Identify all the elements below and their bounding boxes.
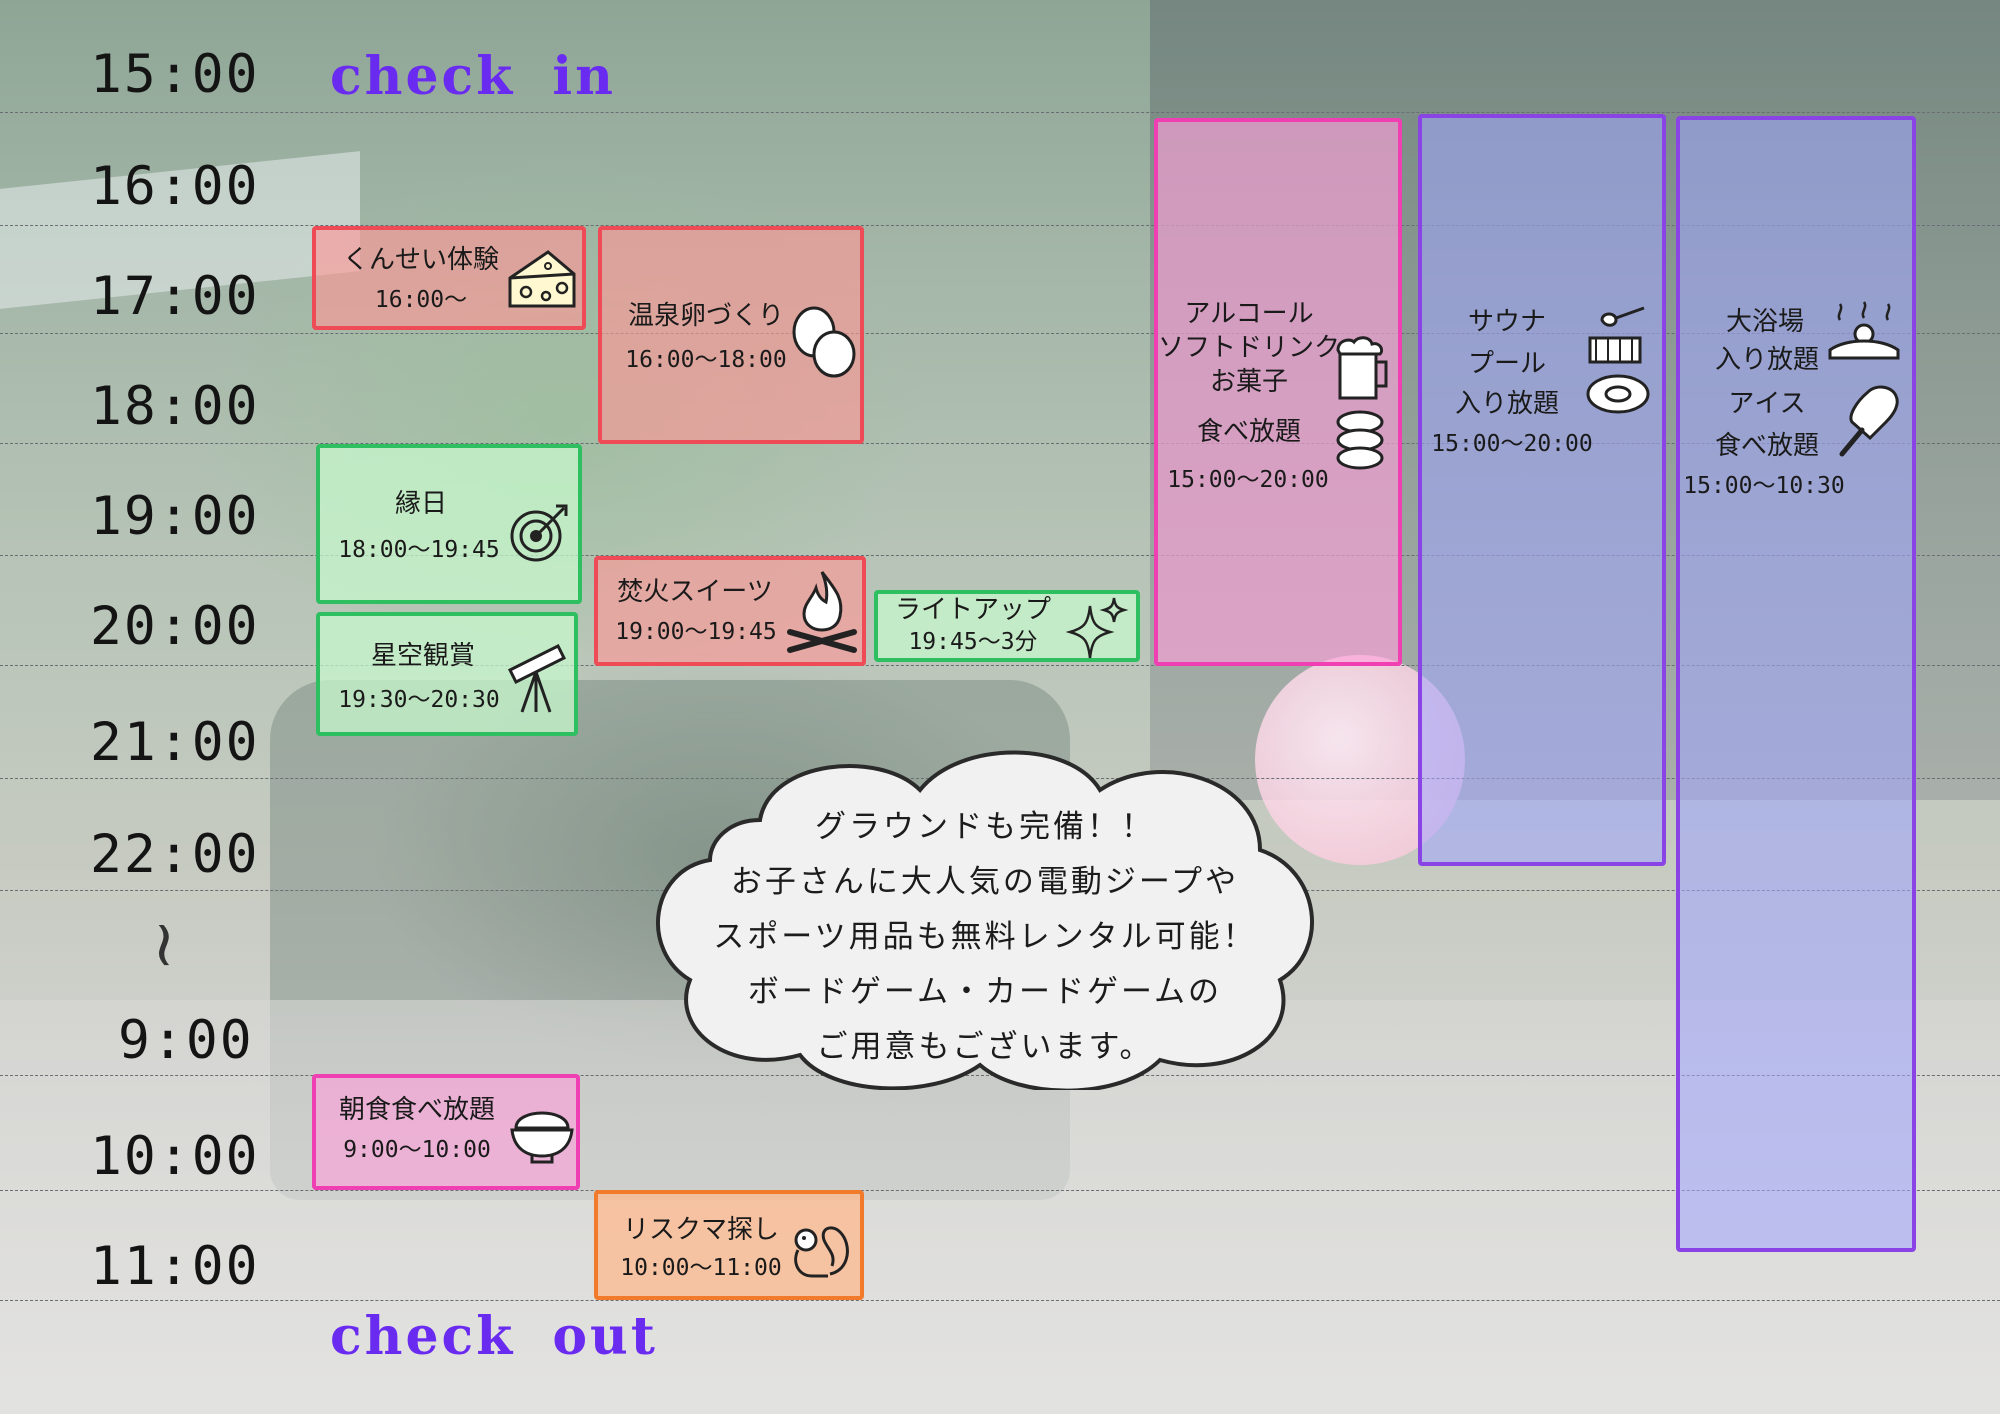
grid-line	[0, 333, 2000, 334]
event-ennichi: 縁日 18:00〜19:45	[316, 444, 582, 604]
event-time: 9:00〜10:00	[343, 1137, 491, 1163]
time-label: 17:00	[90, 266, 260, 327]
event-bonfire: 焚火スイーツ 19:00〜19:45	[594, 556, 866, 666]
time-label: 21:00	[90, 712, 260, 773]
event-time: 18:00〜19:45	[338, 537, 500, 563]
grid-line	[0, 443, 2000, 444]
cloud-line: ボードゲーム・カードゲームの	[747, 974, 1223, 1010]
time-label: 9:00	[118, 1010, 254, 1071]
sauna-icon	[1586, 306, 1650, 414]
ice-pop-icon	[1839, 385, 1899, 457]
grid-line	[0, 112, 2000, 113]
target-icon	[510, 504, 568, 562]
cloud-line: スポーツ用品も無料レンタル可能！	[713, 919, 1257, 955]
cloud-message: グラウンドも完備！！ お子さんに大人気の電動ジープや スポーツ用品も無料レンタル…	[665, 800, 1305, 1075]
time-label: 22:00	[90, 824, 260, 885]
rice-bowl-icon	[510, 1111, 574, 1164]
event-smoke: くんせい体験 16:00〜	[312, 226, 586, 330]
event-line: 入り放題	[1714, 345, 1819, 375]
time-label: 18:00	[90, 376, 260, 437]
sparkle-icon	[1066, 597, 1129, 659]
event-line: 大浴場	[1725, 307, 1804, 337]
time-label: 19:00	[90, 486, 260, 547]
time-label: 10:00	[90, 1126, 260, 1187]
event-time: 15:00〜20:00	[1167, 467, 1329, 493]
event-title: 焚火スイーツ	[617, 577, 773, 607]
event-bath: 大浴場 入り放題 アイス 食べ放題 15:00〜10:30	[1676, 116, 1916, 1252]
event-line: 入り放題	[1454, 389, 1559, 419]
bath-icon	[1828, 301, 1900, 360]
time-label: 11:00	[90, 1236, 260, 1297]
event-drinks: アルコール ソフトドリンク お菓子 食べ放題 15:00〜20:00	[1154, 118, 1402, 666]
event-line: アルコール	[1184, 299, 1314, 329]
event-sauna: サウナ プール 入り放題 15:00〜20:00	[1418, 114, 1666, 866]
event-time: 19:00〜19:45	[615, 619, 777, 645]
event-title: 温泉卵づくり	[627, 301, 784, 331]
cheese-icon	[508, 250, 576, 308]
event-title: 星空観賞	[370, 641, 475, 671]
beer-icon	[1336, 336, 1388, 470]
event-breakfast: 朝食食べ放題 9:00〜10:00	[312, 1074, 580, 1190]
event-line: プール	[1467, 349, 1546, 379]
event-time: 15:00〜10:30	[1683, 473, 1845, 499]
event-line: 食べ放題	[1196, 417, 1301, 447]
squirrel-icon	[794, 1226, 849, 1278]
event-time: 16:00〜18:00	[625, 347, 787, 373]
event-title: 朝食食べ放題	[338, 1095, 495, 1125]
range-tilde: ~	[127, 918, 202, 972]
cloud-bubble	[656, 750, 1314, 1090]
event-squirrel: リスクマ探し 10:00〜11:00	[594, 1190, 864, 1300]
eggs-icon	[792, 306, 856, 378]
event-line: 食べ放題	[1714, 431, 1819, 461]
event-title: くんせい体験	[342, 245, 499, 275]
grid-line	[0, 1190, 2000, 1191]
grid-line	[0, 1300, 2000, 1301]
grid-line	[0, 665, 2000, 666]
cloud-line: お子さんに大人気の電動ジープや	[730, 864, 1240, 900]
event-onsen-egg: 温泉卵づくり 16:00〜18:00	[598, 226, 864, 444]
event-lightup: ライトアップ 19:45〜3分	[874, 590, 1140, 662]
event-title: 縁日	[394, 489, 447, 519]
event-time: 16:00〜	[374, 287, 468, 313]
time-label: 20:00	[90, 596, 260, 657]
telescope-icon	[507, 643, 567, 713]
event-time: 15:00〜20:00	[1431, 431, 1593, 457]
campfire-icon	[787, 571, 857, 653]
event-line: ソフトドリンク	[1157, 333, 1340, 363]
event-title: ライトアップ	[894, 595, 1051, 625]
event-line: お菓子	[1209, 367, 1288, 397]
grid-line	[0, 225, 2000, 226]
cloud-line: ご用意もございます。	[816, 1029, 1154, 1065]
event-stargazing: 星空観賞 19:30〜20:30	[316, 612, 578, 736]
check-in-label: check in	[330, 46, 616, 107]
event-time: 19:30〜20:30	[338, 687, 500, 713]
event-time: 19:45〜3分	[908, 629, 1038, 655]
time-label: 15:00	[90, 44, 260, 105]
check-out-label: check out	[330, 1306, 658, 1367]
event-line: サウナ	[1467, 307, 1546, 337]
event-time: 10:00〜11:00	[620, 1255, 782, 1281]
grid-line	[0, 555, 2000, 556]
event-line: アイス	[1728, 389, 1806, 419]
time-label: 16:00	[90, 156, 260, 217]
event-title: リスクマ探し	[622, 1215, 779, 1245]
cloud-line: グラウンドも完備！！	[815, 809, 1155, 845]
